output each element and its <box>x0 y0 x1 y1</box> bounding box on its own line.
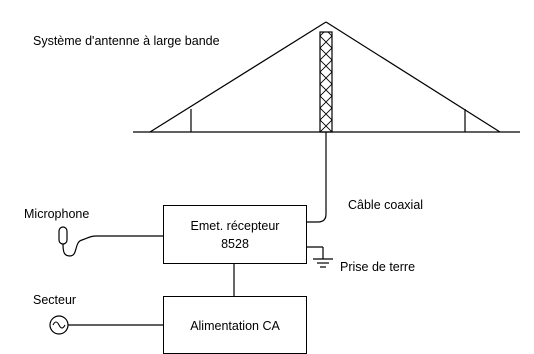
power-supply-box: Alimentation CA <box>163 296 307 354</box>
antenna-guy-wires <box>149 21 501 133</box>
transceiver-box: Emet. récepteur 8528 <box>163 205 307 264</box>
transceiver-model: 8528 <box>221 237 249 251</box>
antenna-system-label: Système d'antenne à large bande <box>33 34 220 48</box>
coax-cable-label: Câble coaxial <box>348 198 424 212</box>
ac-mains <box>49 315 163 335</box>
transceiver-name: Emet. récepteur <box>190 219 280 233</box>
ground-label: Prise de terre <box>340 260 416 274</box>
mains-label: Secteur <box>33 293 77 307</box>
coax-cable <box>306 132 327 223</box>
antenna-mast <box>319 31 333 133</box>
microphone-label: Microphone <box>24 207 90 221</box>
microphone <box>58 226 163 257</box>
power-supply-label: Alimentation CA <box>190 319 280 333</box>
ground-connection <box>306 246 333 268</box>
